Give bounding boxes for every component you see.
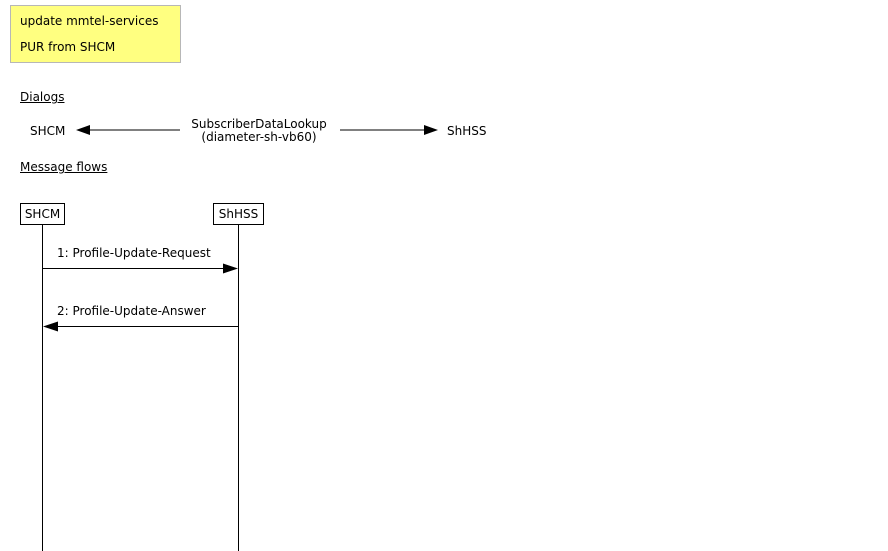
dialog-endpoint-shcm: SHCM: [30, 124, 66, 138]
message-2-label: 2: Profile-Update-Answer: [57, 304, 206, 318]
actor-shhss: ShHSS: [213, 203, 264, 225]
dialogs-heading: Dialogs: [20, 90, 65, 104]
message-1-label: 1: Profile-Update-Request: [57, 246, 211, 260]
dialog-endpoint-shhss: ShHSS: [447, 124, 487, 138]
message-2-arrowhead: [43, 321, 58, 332]
note-box: update mmtel-services PUR from SHCM: [10, 5, 181, 63]
note-line-2: PUR from SHCM: [20, 40, 116, 54]
dialog-label-line-2: (diameter-sh-vb60): [201, 130, 317, 144]
dialog-arrow-left-head: [76, 125, 90, 135]
note-line-1: update mmtel-services: [20, 14, 159, 28]
message-1-arrowhead: [223, 263, 238, 274]
dialog-arrow-right-head: [424, 125, 438, 135]
dialog-label-line-1: SubscriberDataLookup: [191, 117, 327, 131]
actor-shcm: SHCM: [20, 203, 65, 225]
dialog-label: SubscriberDataLookup (diameter-sh-vb60): [178, 118, 340, 144]
message-flows-heading: Message flows: [20, 160, 108, 174]
